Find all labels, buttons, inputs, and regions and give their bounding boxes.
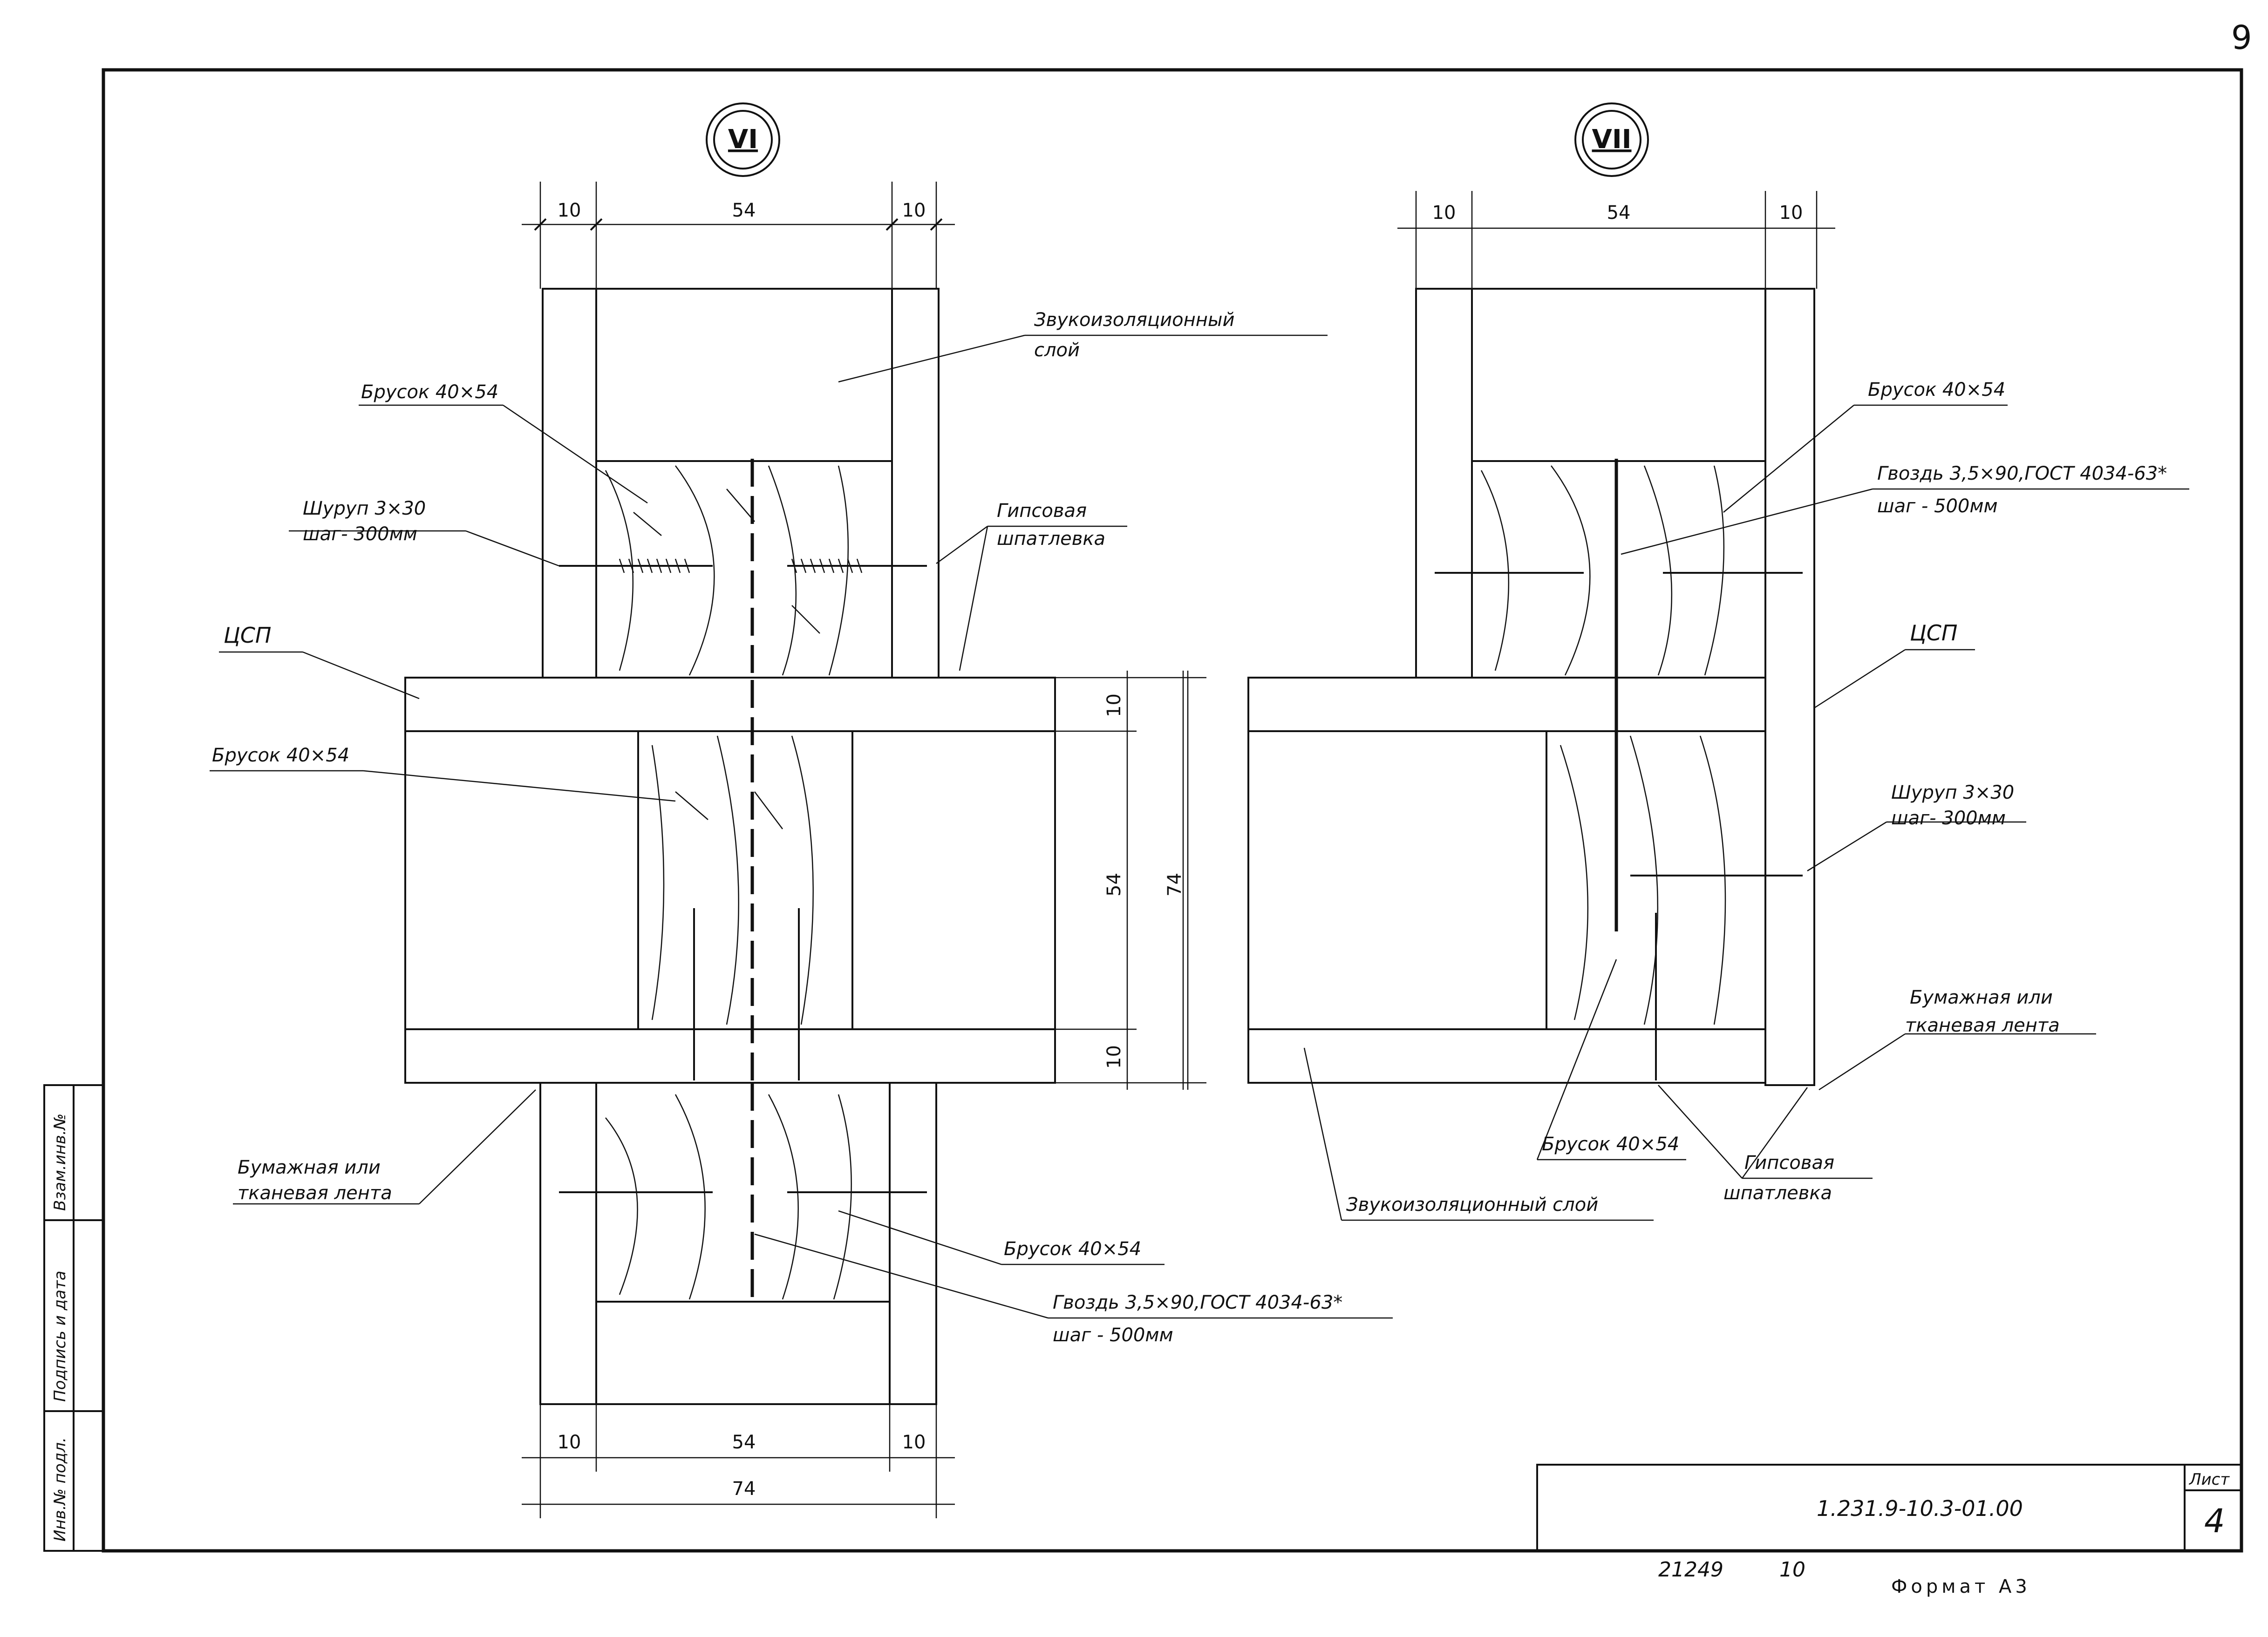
dim-bottom-left-board: 10 — [558, 1432, 581, 1453]
dim-vii-stud: 54 — [1607, 202, 1631, 224]
sheet-number: 4 — [2204, 1502, 2225, 1540]
side-field-replace: Взам.инв.№ — [51, 1114, 69, 1211]
sheet-label: Лист — [2188, 1470, 2230, 1489]
upper-left-board — [542, 288, 597, 679]
middle-left-insulation — [404, 730, 639, 1030]
label-sound-layer-vi-1: Звукоизоляционный — [1034, 309, 1234, 331]
label-gypsum-vi-2: шпатлевка — [997, 528, 1105, 550]
detail-vii: VII 10 54 10 Брусок 40×54 — [1182, 102, 2189, 1221]
label-screw-vi-2: шаг- 300мм — [303, 523, 417, 545]
label-screw-vii-1: Шуруп 3×30 — [1891, 782, 2014, 803]
label-csp-vi: ЦСП — [224, 623, 271, 648]
label-bar-vi-middle: Брусок 40×54 — [212, 745, 349, 766]
document-code: 1.231.9-10.3-01.00 — [1817, 1496, 2023, 1521]
label-nail-vii-1: Гвоздь 3,5×90,ГОСТ 4034-63* — [1877, 463, 2167, 484]
section-mark-vii: VII — [1592, 124, 1631, 155]
middle-stud — [637, 730, 853, 1030]
vii-upper-stud — [1471, 460, 1766, 679]
label-sound-layer-vii: Звукоизоляционный слой — [1346, 1194, 1598, 1216]
dim-bottom-stud: 54 — [732, 1432, 756, 1453]
archive-number: 21249 — [1658, 1558, 1723, 1582]
format-label: Формат А3 — [1891, 1576, 2031, 1597]
vii-upper-insulation — [1471, 288, 1766, 462]
vii-csp-upper-board — [1247, 677, 1766, 732]
dim-right-bottom-board: 10 — [1103, 1045, 1125, 1069]
side-stamp: Инв.№ подл. Подпись и дата Взам.инв.№ — [43, 1084, 104, 1552]
section-mark-circle-vi — [706, 102, 780, 177]
label-nail-vii-2: шаг - 500мм — [1877, 496, 1998, 517]
section-mark-circle-vii — [1574, 102, 1649, 177]
vii-middle-insulation — [1247, 730, 1547, 1030]
dim-bottom-right-board: 10 — [902, 1432, 926, 1453]
label-gypsum-vii-1: Гипсовая — [1744, 1152, 1834, 1174]
vii-right-board — [1764, 288, 1815, 1086]
label-tape-vi-2: тканевая лента — [238, 1182, 392, 1204]
label-sound-layer-vi-2: слой — [1034, 340, 1080, 361]
vii-upper-left-board — [1415, 288, 1473, 679]
csp-lower-board — [404, 1028, 1056, 1084]
vii-csp-lower-board — [1247, 1028, 1766, 1084]
label-tape-vii-1: Бумажная или — [1910, 987, 2053, 1008]
dim-right-stud: 54 — [1103, 873, 1125, 897]
dim-right-total: 74 — [1164, 873, 1185, 897]
label-bar-vi-bottom: Брусок 40×54 — [1004, 1238, 1141, 1260]
sheet-frame — [102, 68, 2243, 1553]
upper-insulation — [595, 288, 893, 462]
dim-top-left-board: 10 — [558, 200, 581, 221]
side-field-sign: Подпись и дата — [51, 1270, 69, 1402]
label-gypsum-vi-1: Гипсовая — [997, 500, 1087, 522]
middle-right-insulation — [851, 730, 1056, 1030]
dim-top-right-board: 10 — [902, 200, 926, 221]
copy-number: 10 — [1779, 1558, 1805, 1582]
dim-vii-right-board: 10 — [1779, 202, 1803, 224]
label-bar-vii-top: Брусок 40×54 — [1868, 379, 2005, 401]
label-bar-vi-top: Брусок 40×54 — [361, 381, 498, 403]
lower-insulation — [595, 1301, 891, 1405]
title-block: 1.231.9-10.3-01.00 Лист 4 — [1536, 1464, 2242, 1552]
label-tape-vii-2: тканевая лента — [1905, 1015, 2060, 1036]
label-nail-vi-1: Гвоздь 3,5×90,ГОСТ 4034-63* — [1053, 1292, 1342, 1313]
label-screw-vii-2: шаг- 300мм — [1891, 808, 2006, 829]
lower-left-board — [539, 1082, 597, 1405]
csp-upper-board — [404, 677, 1056, 732]
side-field-inv: Инв.№ подл. — [51, 1437, 69, 1542]
label-nail-vi-2: шаг - 500мм — [1053, 1325, 1173, 1346]
dim-top-stud: 54 — [732, 200, 756, 221]
dim-bottom-total: 74 — [732, 1478, 756, 1500]
detail-vi: VI 10 54 10 — [210, 102, 1393, 1518]
page-number: 9 — [2231, 19, 2252, 57]
label-gypsum-vii-2: шпатлевка — [1723, 1182, 1832, 1204]
lower-right-board — [889, 1082, 937, 1405]
label-tape-vi-1: Бумажная или — [238, 1157, 381, 1178]
label-screw-vi-1: Шуруп 3×30 — [303, 498, 426, 519]
label-bar-vii-bottom: Брусок 40×54 — [1542, 1134, 1679, 1155]
upper-right-board — [891, 288, 940, 679]
section-mark-vi: VI — [728, 124, 758, 155]
dim-vii-left-board: 10 — [1432, 202, 1456, 224]
dim-right-top-board: 10 — [1103, 693, 1125, 717]
label-csp-vii: ЦСП — [1910, 620, 1957, 645]
